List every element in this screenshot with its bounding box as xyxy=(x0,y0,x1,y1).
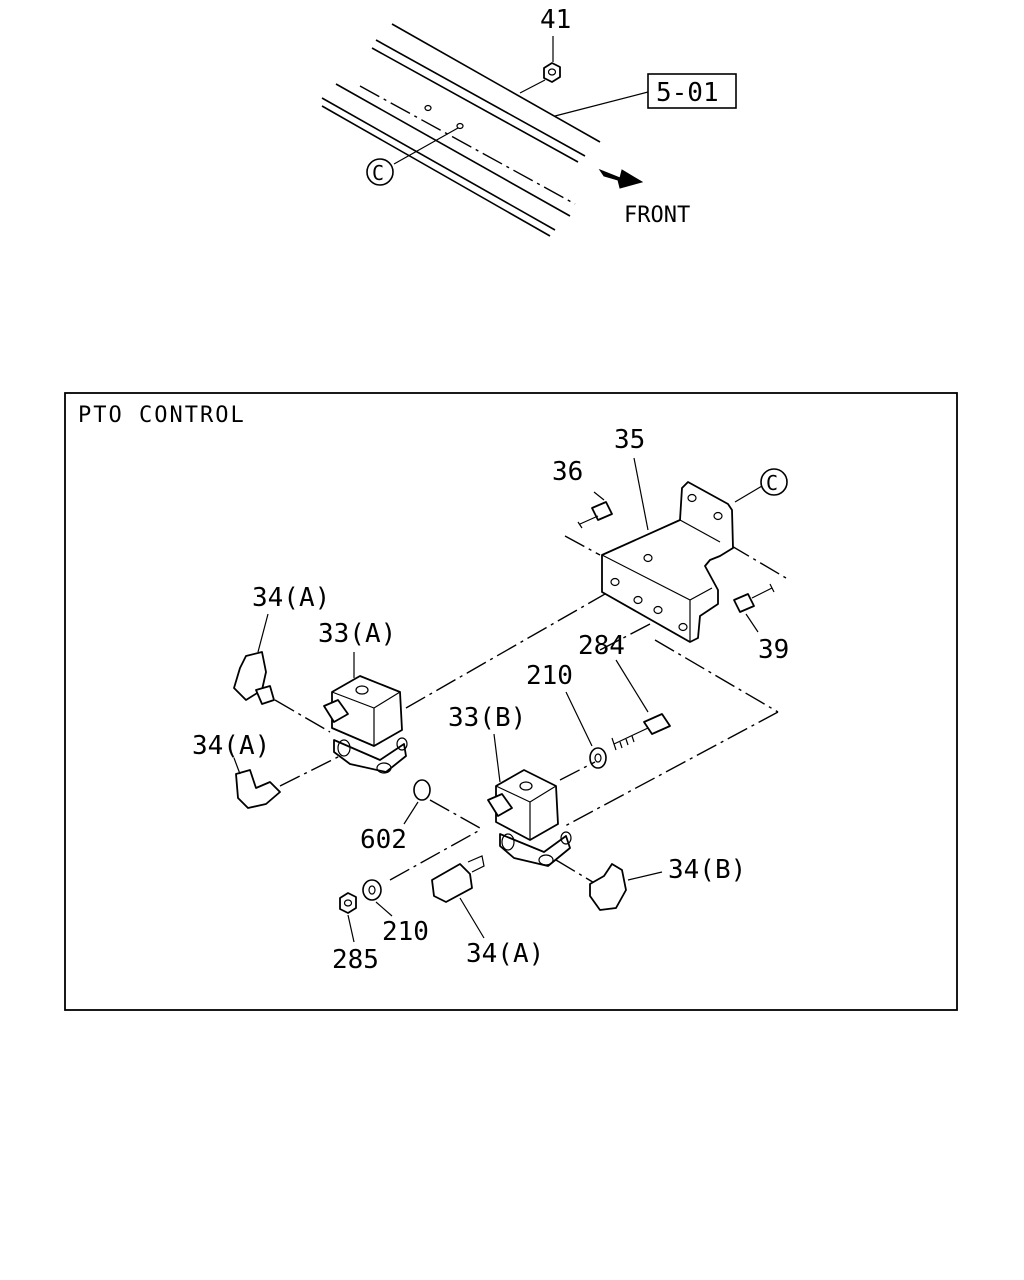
assembly-lines xyxy=(274,535,787,885)
label-34b: 34(B) xyxy=(668,855,746,885)
label-36: 36 xyxy=(552,457,583,487)
nut-285 xyxy=(339,892,357,943)
frame-rail-view xyxy=(321,23,601,237)
callout-c-top-letter: C xyxy=(372,161,384,185)
ref-box-5-01[interactable]: 5-01 xyxy=(554,73,737,117)
front-label: FRONT xyxy=(624,203,690,228)
pto-panel-title: PTO CONTROL xyxy=(78,403,246,428)
label-33a: 33(A) xyxy=(318,619,396,649)
washer-210-lower xyxy=(362,879,393,917)
front-arrow-icon xyxy=(598,168,644,189)
label-34a-left: 34(A) xyxy=(192,731,270,761)
ref-page-label: 5-01 xyxy=(656,78,719,108)
fitting-34b xyxy=(589,863,663,911)
label-41: 41 xyxy=(540,5,571,35)
callout-c-top: C xyxy=(366,127,459,186)
o-ring-602 xyxy=(403,779,431,825)
callout-c-panel-letter: C xyxy=(766,471,778,495)
label-39: 39 xyxy=(758,635,789,665)
bracket-35 xyxy=(601,457,734,643)
washer-210-upper xyxy=(565,691,607,769)
bolt-36 xyxy=(577,491,613,529)
label-34a-top: 34(A) xyxy=(252,583,330,613)
label-602: 602 xyxy=(360,825,407,855)
bolt-39 xyxy=(733,583,775,633)
bolt-284 xyxy=(611,659,671,751)
label-210-lower: 210 xyxy=(382,917,429,947)
label-33b: 33(B) xyxy=(448,703,526,733)
fitting-34a-top xyxy=(233,613,275,705)
label-210-upper: 210 xyxy=(526,661,573,691)
callout-c-panel: C xyxy=(734,468,788,503)
nut-41 xyxy=(519,36,561,94)
solenoid-valve-33a xyxy=(323,675,408,774)
solenoid-valve-33b xyxy=(487,733,572,867)
pto-panel-frame xyxy=(64,392,958,1011)
label-34a-bottom: 34(A) xyxy=(466,939,544,969)
label-35: 35 xyxy=(614,425,645,455)
fitting-34a-left xyxy=(233,757,281,809)
fitting-34a-bottom xyxy=(431,855,485,939)
label-285: 285 xyxy=(332,945,379,975)
label-284: 284 xyxy=(578,631,625,661)
